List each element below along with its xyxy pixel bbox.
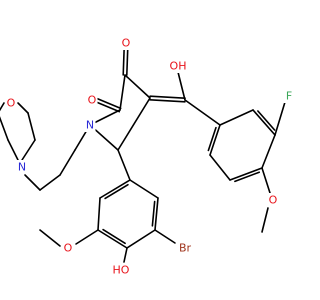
atom-br: Br <box>177 241 193 255</box>
bond-b4-b5 <box>97 229 128 249</box>
bond-c4-enol-double <box>149 98 186 103</box>
bond-c2-c3 <box>119 74 126 111</box>
bond-c3-o-double <box>125 46 129 76</box>
bond-morph-5 <box>0 116 9 141</box>
bond-b5-o <box>75 229 99 245</box>
bond-b3-br <box>154 229 176 244</box>
atom-label-text: Br <box>179 242 192 255</box>
atom-label-background <box>283 89 295 103</box>
bond-layer <box>0 46 286 263</box>
bond-o-methyl-bottom <box>39 229 61 247</box>
atom-o-phenol: HO <box>112 263 130 277</box>
bond-morph-2 <box>27 112 36 141</box>
bond-b5-b6 <box>97 197 101 231</box>
bond-enol-aryl <box>184 99 221 126</box>
bond-r4-r5 <box>229 167 263 181</box>
bond-c4-c5 <box>117 97 151 151</box>
atom-label-background <box>62 241 74 255</box>
atom-label-background <box>120 36 132 50</box>
atom-label-text: O <box>122 37 131 50</box>
bond-b4-b5-second <box>102 228 126 245</box>
bond-r2-r3 <box>252 109 276 136</box>
bond-r6-r1 <box>209 124 221 156</box>
atom-label-text: N <box>86 119 94 132</box>
atom-o-enol: OH <box>169 59 187 73</box>
atom-label-text: N <box>18 161 26 174</box>
bond-r4-r5-second <box>234 171 261 183</box>
bond-c3-c4 <box>124 74 151 99</box>
bond-b4-oh <box>123 247 128 263</box>
atom-label-text: HO <box>113 264 130 277</box>
bond-b2-b3-second <box>151 200 156 227</box>
bond-c2-o-double <box>95 97 122 110</box>
atom-label-text: F <box>286 90 292 103</box>
atom-o-lactam: O <box>86 93 98 107</box>
atom-label-background <box>84 118 96 132</box>
bond-c2-o-double-second <box>94 100 121 113</box>
bond-morph-4 <box>0 102 5 112</box>
atom-f: F <box>283 89 295 103</box>
bond-b6-b1-second <box>104 183 129 200</box>
atom-label-text: O <box>7 97 16 110</box>
atom-label-background <box>169 59 187 73</box>
bond-morph-6 <box>7 139 19 161</box>
bond-r4-o <box>261 167 271 194</box>
bond-b1-b2 <box>129 179 159 199</box>
atom-label-background <box>16 160 28 174</box>
atom-label-background <box>112 263 130 277</box>
bond-morph-1 <box>21 139 36 161</box>
atom-label-text: O <box>64 242 73 255</box>
atom-o-ketone: O <box>120 36 132 50</box>
bond-p1-p2 <box>59 149 76 176</box>
bond-enol-oh <box>177 71 186 101</box>
atom-label-background <box>86 93 98 107</box>
bond-morph-3 <box>17 102 29 114</box>
bond-c5-b1 <box>117 149 131 181</box>
bond-r1-r2 <box>219 109 254 126</box>
bond-r5-r6 <box>209 154 231 181</box>
atom-label-text: O <box>269 194 278 207</box>
atom-label-background <box>267 193 279 207</box>
atom-label-text: O <box>88 94 97 107</box>
bond-r2-r3-second <box>257 110 276 131</box>
bond-c4-enol-double-second <box>149 95 186 100</box>
bond-b3-b4 <box>126 229 156 249</box>
atom-o-morpholine: O <box>5 96 17 110</box>
bond-r3-r4 <box>261 134 276 169</box>
bond-r6-r1-second <box>207 126 217 152</box>
atom-o-methoxy-right: O <box>267 193 279 207</box>
bond-o-methyl <box>261 207 269 233</box>
atom-o-methoxy-bottom: O <box>62 241 74 255</box>
atom-label-background <box>5 96 17 110</box>
bond-r3-f <box>274 101 286 136</box>
atom-n-morpholine: N <box>16 160 28 174</box>
bond-b6-b1 <box>99 179 131 199</box>
atom-label-background <box>177 241 193 255</box>
atom-n-lactam: N <box>84 118 96 132</box>
atom-label-text: OH <box>170 60 187 73</box>
bond-c3-o-double-second <box>122 46 126 76</box>
bond-b2-b3 <box>154 197 159 231</box>
bond-p2-p3 <box>39 174 61 191</box>
bond-p3-n <box>24 174 41 191</box>
